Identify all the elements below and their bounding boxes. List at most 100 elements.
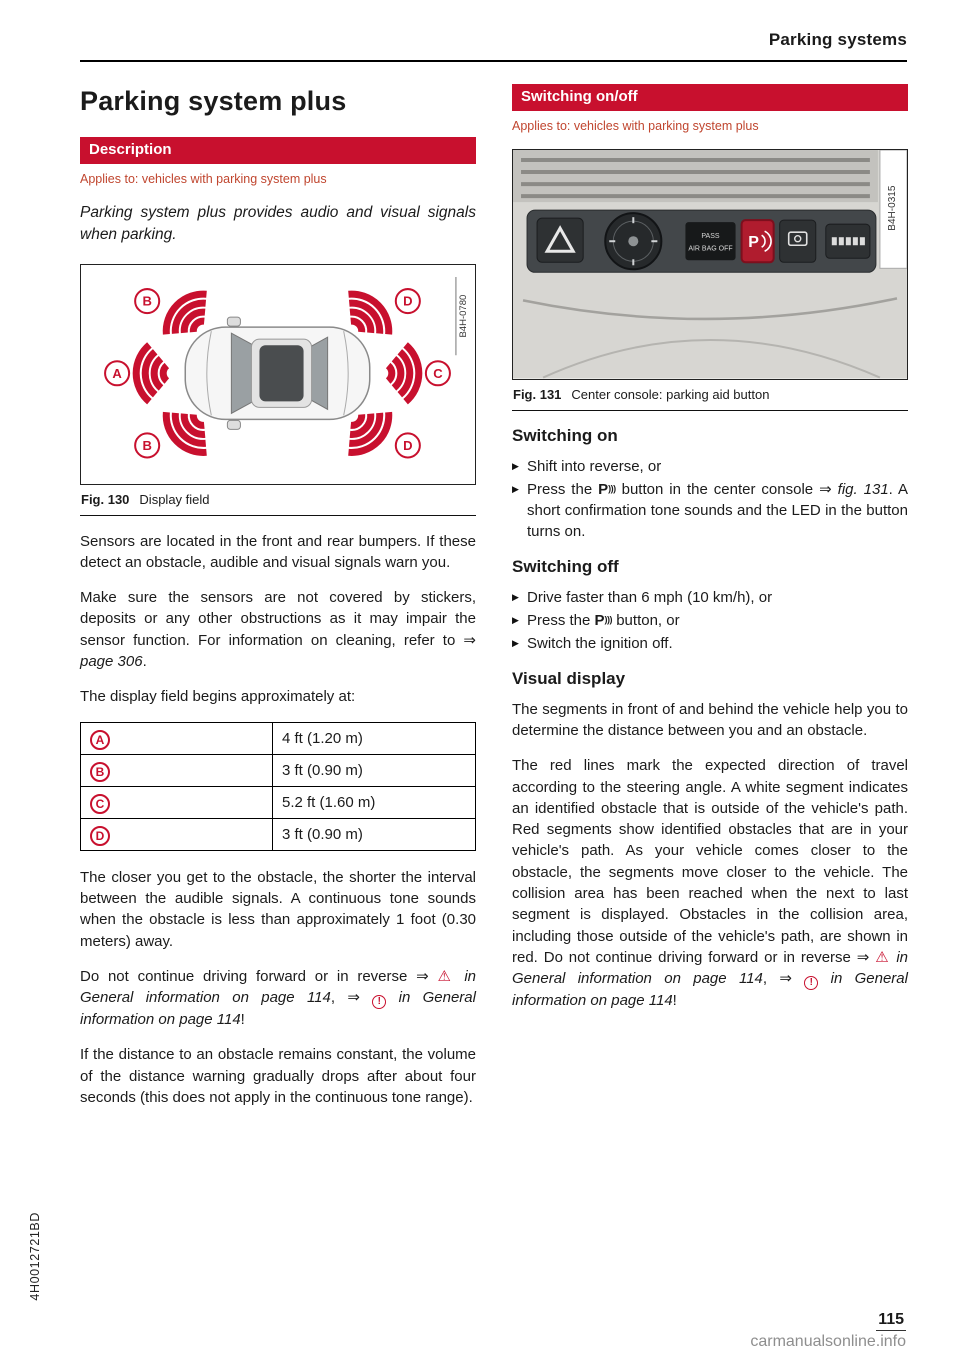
left-column: Parking system plus Description Applies … [80, 84, 476, 1122]
applies-to-note-right: Applies to: vehicles with parking system… [512, 119, 759, 133]
segment-dots-icon [831, 237, 865, 246]
page-header: Parking systems [80, 30, 907, 62]
table-cell-value: 3 ft (0.90 m) [272, 817, 476, 851]
intro-paragraph: Parking system plus provides audio and v… [80, 204, 476, 243]
section-title: Parking systems [768, 30, 907, 49]
text-segment: in General information on page 114 [512, 948, 909, 988]
text-segment: ))) [604, 614, 613, 625]
figure-131-caption-label: Fig. 131 [513, 386, 562, 402]
text-segment: ⚠ [875, 948, 891, 966]
center-console-photo: B4H-0315 [513, 150, 907, 379]
text-segment: . A short confirmation tone sounds and t… [527, 480, 908, 541]
air-vent-slats [521, 158, 870, 199]
bullet-icon: ▶ [512, 460, 519, 471]
text-segment: ! [240, 1011, 245, 1029]
auxiliary-button [825, 223, 871, 259]
text-segment: Drive faster than 6 mph (10 km/h), or [527, 588, 773, 606]
text-segment: The red lines mark the expected directio… [512, 757, 908, 966]
heading-switching-on: Switching on [512, 425, 618, 445]
text-segment [386, 989, 398, 1006]
airbag-indicator-line2: AIR BAG OFF [688, 245, 732, 252]
figure-130-caption-text: Display field [139, 491, 210, 507]
hazard-triangle-icon [544, 225, 576, 253]
list-item: ▶ Shift into reverse, or [512, 456, 908, 477]
parking-aid-button-letter: P [748, 233, 759, 251]
bullet-icon: ▶ [512, 638, 519, 649]
camera-icon [787, 231, 808, 247]
bullet-icon: ▶ [512, 591, 519, 602]
paragraph-interval: The closer you get to the obstacle, the … [80, 868, 476, 950]
figure-code-strip [879, 150, 907, 269]
two-column-layout: Parking system plus Description Applies … [80, 84, 908, 1122]
text-segment: ⇒ [347, 989, 373, 1007]
table-row: D 3 ft (0.90 m) [80, 817, 476, 851]
text-segment: ))) [608, 483, 616, 494]
table-cell-label: C [80, 785, 273, 819]
right-column: Switching on/off Applies to: vehicles wi… [512, 84, 908, 1122]
text-segment: ⇒ [416, 967, 438, 985]
figure-131-caption-text: Center console: parking aid button [571, 386, 770, 402]
watermark-link[interactable]: carmanualsonline.info [750, 1333, 906, 1350]
zone-label-d-bottom: D [403, 438, 412, 453]
paragraph-display-field: The display field begins approximately a… [80, 688, 356, 706]
text-segment: ⚠ [437, 967, 456, 985]
text-segment [456, 968, 465, 985]
list-item: ▶ Drive faster than 6 mph (10 km/h), or [512, 587, 908, 608]
text-segment: Do not continue driving forward or in re… [80, 967, 417, 985]
list-item: ▶ Press the P))) button in the center co… [512, 479, 908, 543]
hazard-button [536, 217, 584, 263]
table-cell-value: 5.2 ft (1.60 m) [272, 785, 476, 819]
text-segment: ⇒ [819, 480, 838, 498]
heading-switching-off: Switching off [512, 556, 619, 576]
text-segment: in General information on page 114 [80, 967, 477, 1007]
description-banner: Description [80, 137, 476, 164]
text-segment: , [762, 970, 780, 988]
display-field-diagram: B A B D C D [104, 277, 469, 484]
list-item-text: Press the P))) button in the center cons… [527, 479, 908, 543]
text-segment: Shift into reverse, or [527, 457, 662, 475]
figure-131-frame: B4H-0315 [512, 149, 908, 380]
paragraph-sensors: Sensors are located in the front and rea… [80, 532, 476, 571]
paragraph-red-lines: The red lines mark the expected directio… [512, 755, 908, 1011]
table-cell-label: D [80, 817, 273, 851]
text-segment: button in the center console [615, 480, 820, 498]
page-number: 115 [876, 1311, 906, 1331]
table-cell-value: 4 ft (1.20 m) [272, 721, 476, 755]
car-top-view [184, 316, 371, 430]
zone-badge-d: D [90, 825, 110, 846]
switching-on-list: ▶ Shift into reverse, or ▶ Press the P))… [512, 456, 908, 543]
zone-badge-a: A [90, 729, 110, 750]
text-segment: in General information on page 114 [80, 989, 476, 1029]
document-code: 4H0012721BD [28, 1212, 42, 1301]
figure-130-code: B4H-0780 [458, 295, 469, 338]
page-title: Parking system plus [80, 86, 347, 116]
distance-table: A 4 ft (1.20 m) B 3 ft (0.90 m) C 5.2 ft… [80, 721, 476, 851]
text-segment: . [142, 653, 147, 671]
text-segment: ⇒ [779, 970, 805, 988]
table-row: C 5.2 ft (1.60 m) [80, 785, 476, 819]
figure-131: B4H-0315 [512, 149, 908, 411]
figure-131-code: B4H-0315 [887, 185, 898, 231]
zone-badge-b: B [90, 761, 110, 782]
table-cell-label: A [80, 721, 273, 755]
table-cell-value: 3 ft (0.90 m) [272, 753, 476, 787]
paragraph-warning-reference: Do not continue driving forward or in re… [80, 966, 476, 1031]
text-segment: ! [804, 976, 819, 991]
list-item-text: Switch the ignition off. [527, 633, 908, 654]
text-segment: ⇒ [463, 631, 476, 649]
applies-to-note-left: Applies to: vehicles with parking system… [80, 172, 327, 186]
bullet-icon: ▶ [512, 615, 519, 626]
text-segment: fig. 131 [837, 480, 889, 498]
airbag-indicator-line1: PASS [701, 233, 719, 240]
console-trim [522, 297, 898, 379]
list-item-text: Press the P))) button, or [527, 610, 908, 631]
text-segment: Press the [527, 612, 595, 630]
zone-label-d-top: D [403, 294, 412, 309]
figure-130-caption-label: Fig. 130 [81, 491, 130, 507]
switching-off-list: ▶ Drive faster than 6 mph (10 km/h), or … [512, 587, 908, 655]
list-item: ▶ Switch the ignition off. [512, 633, 908, 654]
page-footer: 115 carmanualsonline.info [750, 1311, 906, 1351]
text-segment: page 306 [80, 653, 143, 671]
figure-130-caption: Fig. 130 Display field [80, 485, 476, 516]
